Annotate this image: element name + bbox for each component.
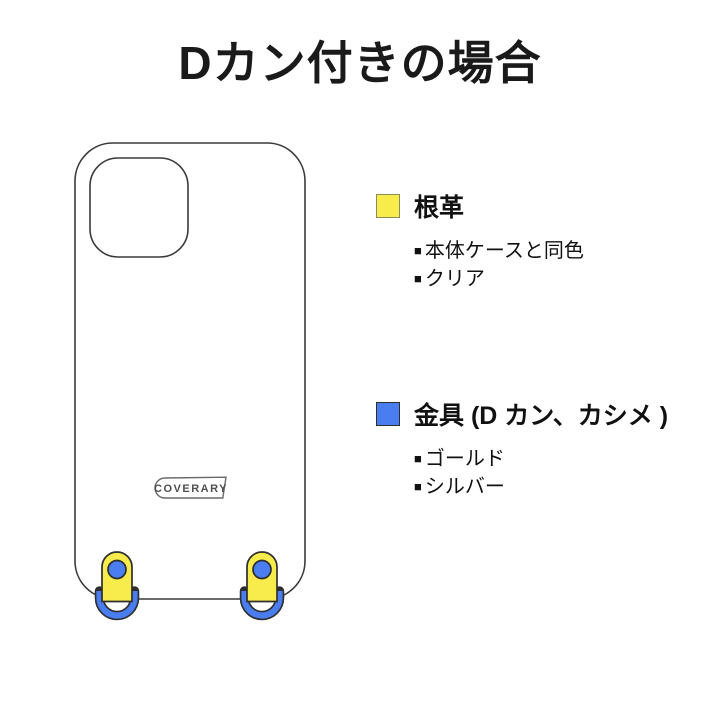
metal-fittings-color-swatch [376, 402, 400, 426]
list-item: ■ ゴールド [414, 445, 668, 473]
legend-head-metal-fittings: 金具 (D カン、カシメ ) [376, 396, 668, 432]
square-bullet-icon: ■ [414, 479, 422, 494]
list-item-label: ゴールド [424, 448, 505, 470]
page-title: Dカン付きの場合 [178, 37, 542, 89]
list-item: ■ シルバー [414, 473, 668, 501]
legend-items-leather-tab: ■ 本体ケースと同色 ■ クリア [414, 237, 584, 293]
list-item: ■ 本体ケースと同色 [414, 237, 584, 265]
list-item-label: シルバー [424, 476, 505, 498]
brand-label-plate [154, 476, 227, 499]
d-ring-left [96, 591, 138, 619]
camera-module [89, 157, 189, 258]
square-bullet-icon: ■ [414, 451, 422, 466]
legend-group-leather-tab: 根革 ■ 本体ケースと同色 ■ クリア [376, 188, 584, 293]
rivet-right [252, 559, 272, 580]
brand-label-text: COVERARY [154, 483, 228, 495]
legend-items-metal-fittings: ■ ゴールド ■ シルバー [414, 445, 668, 501]
legend-title-metal-fittings: 金具 (D カン、カシメ ) [414, 402, 669, 430]
d-ring-right [241, 591, 283, 619]
list-item: ■ クリア [414, 265, 584, 293]
square-bullet-icon: ■ [414, 243, 422, 258]
leather-tab-color-swatch [376, 194, 400, 218]
list-item-label: クリア [424, 268, 485, 290]
list-item-label: 本体ケースと同色 [424, 240, 584, 262]
square-bullet-icon: ■ [414, 271, 422, 286]
rivet-left [107, 559, 127, 580]
legend-head-leather-tab: 根革 [376, 188, 584, 224]
legend-group-metal-fittings: 金具 (D カン、カシメ ) ■ ゴールド ■ シルバー [376, 396, 668, 501]
legend-title-leather-tab: 根革 [414, 194, 465, 222]
